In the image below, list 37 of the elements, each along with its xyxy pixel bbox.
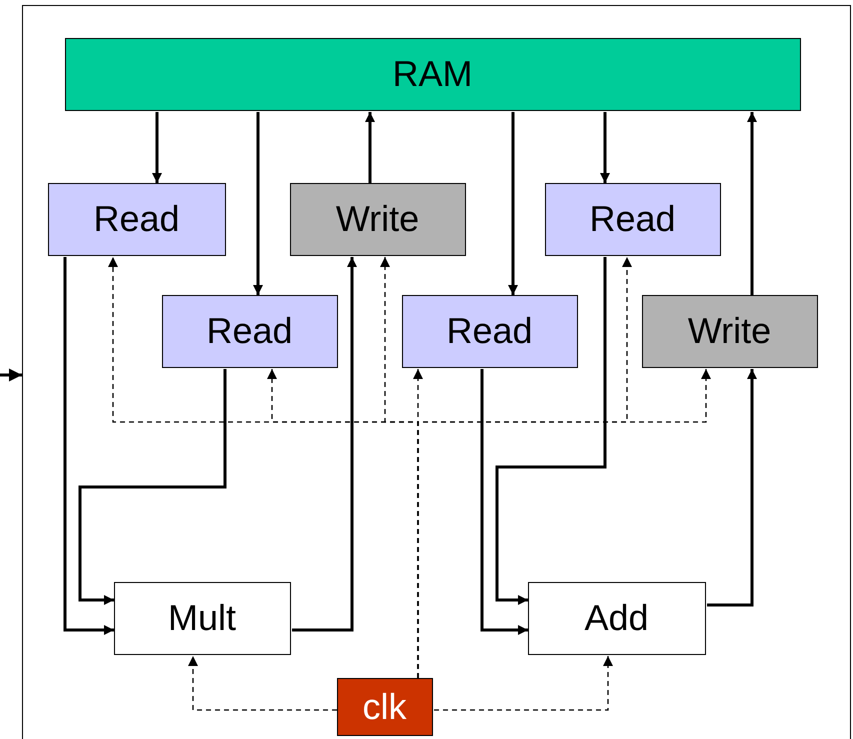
block-label: RAM [392, 56, 472, 92]
arrow [365, 112, 375, 183]
clock-arrow [188, 656, 337, 711]
block-label: Write [688, 313, 772, 349]
read-block [48, 182, 226, 256]
read-block [544, 182, 720, 256]
block-label: clk [362, 688, 406, 724]
arrow [0, 368, 22, 382]
read-block [162, 294, 338, 368]
block-label: Write [336, 201, 420, 237]
read-block [402, 294, 578, 368]
arrow [292, 257, 357, 632]
arrow [152, 112, 162, 183]
write-block [290, 182, 466, 256]
arrow [747, 112, 757, 295]
clock-arrow [417, 369, 711, 678]
block-label: Mult [168, 600, 236, 636]
block-label: Read [206, 313, 293, 349]
arrow [480, 369, 528, 635]
memory-block [64, 38, 800, 110]
arrow [496, 257, 606, 605]
arrow [78, 369, 226, 605]
block-label: Read [93, 201, 180, 237]
arrow [253, 112, 263, 295]
block-label: Read [589, 201, 676, 237]
block-label: Add [584, 600, 649, 636]
clock-arrow [434, 656, 613, 711]
write-block [642, 294, 818, 368]
arrow [600, 112, 610, 183]
frame-box [22, 5, 851, 739]
operator-block [528, 582, 706, 654]
block-label: Read [446, 313, 533, 349]
arrow [64, 257, 114, 635]
arrow [707, 369, 757, 606]
arrow [508, 112, 518, 295]
clock-block [336, 678, 432, 736]
operator-block [114, 582, 290, 654]
